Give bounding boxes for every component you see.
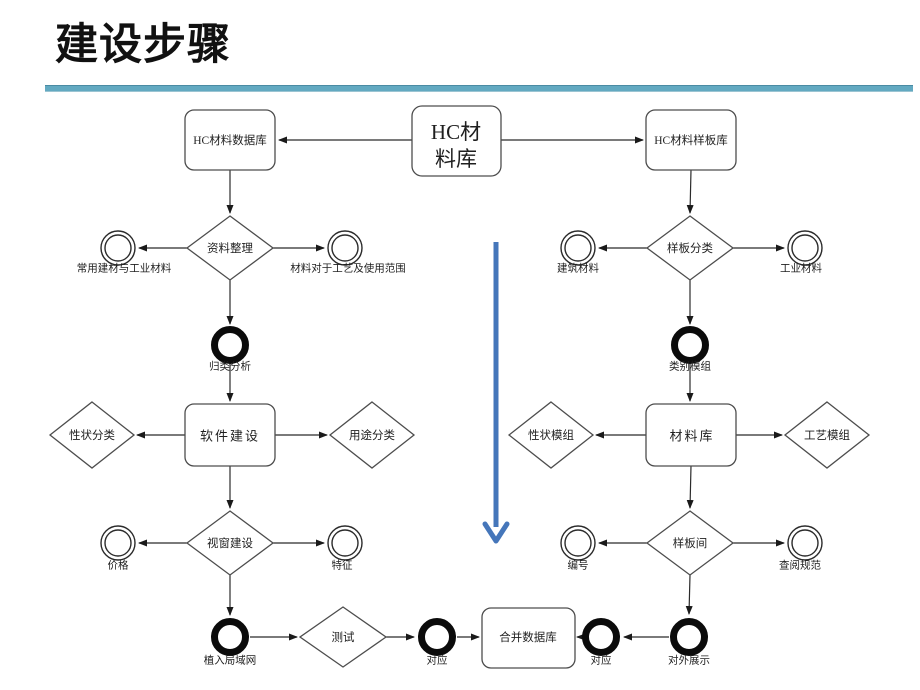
building-materials-ring-icon	[560, 230, 596, 266]
window-build-label: 视窗建设	[207, 536, 253, 550]
spec-label: 查阅规范	[779, 559, 821, 572]
connector-rightdb-to-sort	[686, 169, 694, 214]
category-node-label: 类别模组	[669, 360, 711, 373]
hub-box-label-line1: HC材	[431, 120, 481, 144]
category-node-icon	[671, 326, 709, 364]
price-ring-icon	[100, 525, 136, 561]
right-template-box	[645, 109, 737, 171]
number-label: 编号	[568, 559, 589, 572]
template-sorting-diamond	[645, 215, 735, 281]
craft-scope-ring-icon	[327, 230, 363, 266]
template-sorting-label: 样板分类	[667, 241, 713, 255]
merge-database-box	[481, 607, 576, 669]
match-left-label: 对应	[427, 654, 448, 667]
center-arrow-head-icon	[482, 521, 510, 544]
material-library-label: 材料库	[669, 429, 714, 444]
craft-module-diamond	[783, 401, 871, 469]
material-library-box	[645, 403, 737, 467]
software-build-label: 软件建设	[200, 429, 260, 444]
feature-label: 特征	[332, 560, 353, 572]
data-sorting-label: 资料整理	[207, 241, 253, 255]
trait-classify-diamond	[48, 401, 136, 469]
test-diamond-label: 测试	[332, 631, 355, 644]
trait-module-diamond	[507, 401, 595, 469]
lan-node-icon	[211, 618, 249, 656]
display-node-icon	[670, 618, 708, 656]
number-ring-icon	[560, 525, 596, 561]
data-sorting-diamond	[185, 215, 275, 281]
left-database-label: HC材料数据库	[193, 133, 266, 147]
left-database-box	[184, 109, 276, 171]
usage-classify-diamond	[328, 401, 416, 469]
hub-box	[411, 105, 502, 177]
usage-classify-label: 用途分类	[349, 428, 395, 442]
software-build-box	[184, 403, 276, 467]
analysis-node-icon	[211, 326, 249, 364]
terminator-circles	[100, 230, 823, 561]
industrial-materials-ring-icon	[787, 230, 823, 266]
craft-module-label: 工艺模组	[804, 428, 850, 442]
test-diamond	[298, 606, 388, 668]
title-divider-line	[45, 85, 913, 92]
building-materials-label: 建筑材料	[557, 262, 599, 275]
merge-database-label: 合并数据库	[499, 630, 557, 644]
display-node-label: 对外展示	[668, 654, 710, 667]
trait-module-label: 性状模组	[528, 428, 574, 442]
right-template-label: HC材料样板库	[654, 133, 727, 147]
showroom-diamond	[645, 510, 735, 576]
center-flow-arrow	[482, 242, 510, 544]
window-build-diamond	[185, 510, 275, 576]
connectors	[136, 136, 785, 641]
craft-scope-label: 材料对于工艺及使用范围	[290, 262, 406, 275]
spec-ring-icon	[787, 525, 823, 561]
slide-title: 建设步骤	[55, 21, 231, 69]
trait-classify-label: 性状分类	[69, 428, 115, 442]
match-right-label: 对应	[591, 654, 612, 667]
match-right-node-icon	[582, 618, 620, 656]
connector-material-to-showroom	[686, 465, 694, 509]
industrial-materials-label: 工业材料	[780, 262, 822, 275]
price-label: 价格	[108, 559, 129, 572]
common-materials-ring-icon	[100, 230, 136, 266]
hub-box-label-line2: 料库	[435, 147, 477, 171]
match-left-node-icon	[418, 618, 456, 656]
analysis-node-label: 归类分析	[209, 360, 251, 373]
feature-ring-icon	[327, 525, 363, 561]
lan-node-label: 植入局域网	[204, 654, 257, 667]
showroom-label: 样板间	[673, 536, 708, 550]
common-materials-label: 常用建材与工业材料	[77, 262, 172, 275]
connector-showroom-to-display	[685, 574, 693, 615]
